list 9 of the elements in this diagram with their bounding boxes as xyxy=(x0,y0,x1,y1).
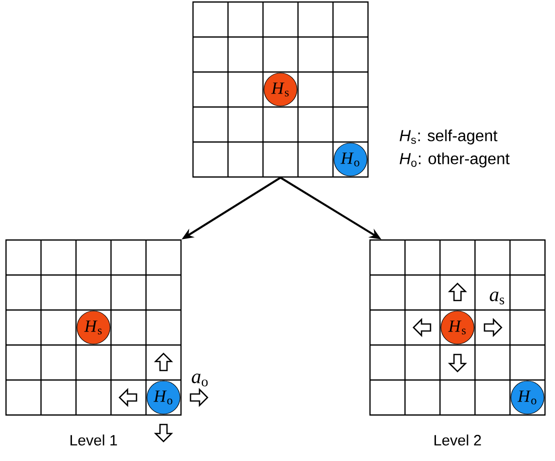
level-caption: Level 1 xyxy=(70,434,117,446)
legend-text: H$_{o}$: other-agent xyxy=(400,152,510,168)
grid-board xyxy=(5,239,182,416)
level-caption: Level 2 xyxy=(434,434,481,446)
legend-text: H$_{s}$: self-agent xyxy=(400,130,498,144)
action-label: a$_{s}$ xyxy=(490,292,504,304)
grid-board xyxy=(192,1,369,178)
grid-board xyxy=(369,239,546,416)
action-label: a$_{o}$ xyxy=(192,374,208,386)
